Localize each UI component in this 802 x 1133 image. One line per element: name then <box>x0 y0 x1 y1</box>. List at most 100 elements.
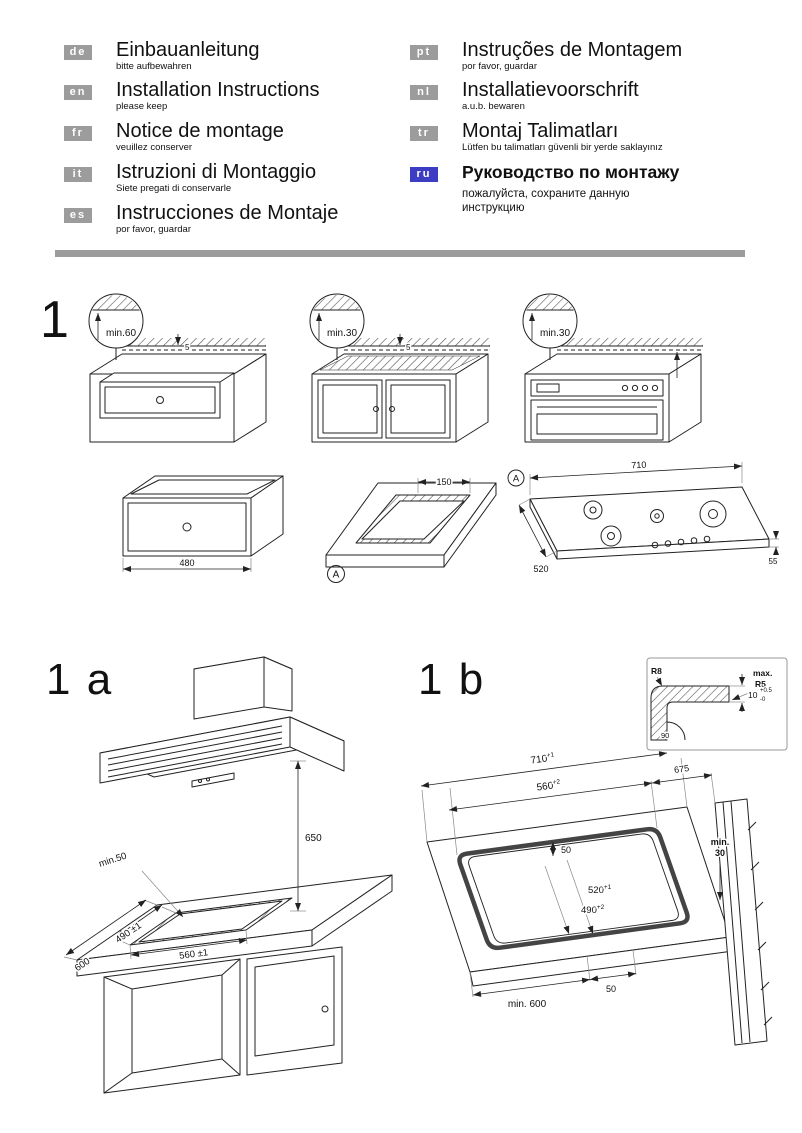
figure-1a-label: 1 a <box>46 655 114 704</box>
dim-490-label: 490+2 <box>581 904 605 916</box>
dim-710-label: 710+1 <box>530 751 556 766</box>
radius-r8-label: R8 <box>651 666 662 676</box>
dim-min30-word: min. <box>711 837 730 847</box>
corner-detail-inset: R8 max. R5 10 +0.5 -0 90 <box>646 657 788 751</box>
lang-title-es: Instrucciones de Montaje <box>116 202 339 224</box>
lang-badge-nl: nl <box>410 85 438 100</box>
lang-title-pt: Instruções de Montagem <box>462 39 683 61</box>
hob-width-label: 710 <box>631 460 647 471</box>
fig1b-cutout-dimensions-drawing: 710+1 560+2 675 50 520+1 490+2 min. 600 … <box>420 657 788 1046</box>
hob-depth-label: 520 <box>533 564 548 574</box>
oven-cabinet-drawing <box>524 338 703 443</box>
hob-depth-dimension: 520 <box>518 498 558 576</box>
lang-row-de: de Einbauanleitung bitte aufbewahren <box>64 40 259 73</box>
dim-520-value: 520 <box>588 885 604 896</box>
lang-row-en: en Installation Instructions please keep <box>64 80 319 113</box>
dim-50-top-label: 50 <box>561 845 571 855</box>
cutout-150-dimension: 150 <box>417 476 471 493</box>
fig1-drawer-480: 480 <box>122 475 284 572</box>
lang-badge-es: es <box>64 208 92 223</box>
dim-560-label: 560+2 <box>536 778 562 793</box>
dim-520-tolerance: +1 <box>604 884 612 891</box>
fig1-worktop-cutout: 150 A <box>325 476 497 583</box>
lang-badge-ru: ru <box>410 167 438 182</box>
figure-1-label: 1 <box>40 291 71 349</box>
lang-subtitle-pt: por favor, guardar <box>462 61 537 72</box>
lang-title-de: Einbauanleitung <box>116 39 260 61</box>
fig1-hob-dimensions: 710 A 520 55 <box>507 458 779 576</box>
top-dimensions: 710+1 560+2 675 <box>420 750 716 856</box>
lang-row-nl: nl Installatievoorschrift a.u.b. bewaren <box>410 80 639 113</box>
callout-min60: min.60 <box>88 293 144 360</box>
cutout-150-label: 150 <box>436 477 451 487</box>
dim-490-tolerance: +2 <box>597 904 605 911</box>
lang-title-tr: Montaj Talimatları <box>462 120 619 142</box>
hob-height-dimension: 55 <box>767 531 779 568</box>
lang-badge-it: it <box>64 167 92 182</box>
lang-subtitle-de: bitte aufbewahren <box>116 61 192 72</box>
bottom-dimensions: min. 600 50 <box>469 949 637 1012</box>
dim-520-label: 520+1 <box>588 884 612 896</box>
dim-560-tolerance: +2 <box>552 778 561 786</box>
lang-subtitle-it: Siete pregati di conservarle <box>116 183 232 194</box>
dim-710-value: 710 <box>530 753 548 766</box>
worktop-and-base-cabinet-drawing <box>76 874 393 1094</box>
lang-title-it: Istruzioni di Montaggio <box>116 161 317 183</box>
radius-max-word: max. <box>753 668 772 678</box>
drawer-width-dimension: 480 <box>122 557 252 572</box>
lang-row-es: es Instrucciones de Montaje por favor, g… <box>64 203 338 236</box>
drawer-drawing <box>122 475 284 557</box>
thickness-value: 10 <box>748 690 758 700</box>
gap-5-label: 5 <box>185 343 190 352</box>
hood-clearance-dimension: 650 <box>290 760 324 912</box>
dim-710-tolerance: +1 <box>546 751 555 759</box>
side-gap-dimension: min. 30 <box>709 836 731 900</box>
cooker-hood-drawing <box>99 656 345 788</box>
thickness-tol-minus: -0 <box>760 697 766 703</box>
ceiling-and-cabinet-drawing <box>89 334 267 443</box>
fig1-clearance-door-cabinet: 5 min.30 <box>309 293 490 443</box>
lang-subtitle-nl: a.u.b. bewaren <box>462 101 525 112</box>
lang-badge-fr: fr <box>64 126 92 141</box>
ref-a-marker: A <box>327 565 345 583</box>
figure-1b-label: 1 b <box>418 655 486 704</box>
section-divider <box>55 250 745 257</box>
lang-badge-pt: pt <box>410 45 438 60</box>
hob-width-dimension: 710 <box>529 458 743 495</box>
cutout-width-dimension: 560 ±1 <box>129 929 248 963</box>
lang-subtitle-es: por favor, guardar <box>116 224 191 235</box>
dim-50-bottom-label: 50 <box>606 984 616 994</box>
callout-min30: min.30 <box>309 293 365 360</box>
dim-675-label: 675 <box>673 763 689 775</box>
callout-min30: min.30 <box>522 293 578 360</box>
hood-clearance-label: 650 <box>305 833 322 844</box>
lang-badge-tr: tr <box>410 126 438 141</box>
lang-row-pt: pt Instruções de Montagem por favor, gua… <box>410 40 682 73</box>
lang-badge-de: de <box>64 45 92 60</box>
angle-90-label: 90 <box>661 731 669 740</box>
dim-490-value: 490 <box>581 905 597 916</box>
callout-min30-label: min.30 <box>327 328 357 339</box>
fig1a-hood-clearance-drawing: 650 min.50 560 ±1 490 ±1 600 <box>63 656 393 1094</box>
lang-title-en: Installation Instructions <box>116 79 320 101</box>
radius-max-r5-label: R5 <box>755 679 766 689</box>
cabinet-drawing <box>311 334 490 443</box>
lang-badge-en: en <box>64 85 92 100</box>
cutout-width-label: 560 ±1 <box>179 947 209 962</box>
hob-height-label: 55 <box>769 557 778 566</box>
lang-row-ru: ru Руководство по монтажу пожалуйста, со… <box>410 162 679 215</box>
drawer-width-label: 480 <box>179 558 194 568</box>
hob-drawing <box>529 486 770 560</box>
rear-gap-label: min.50 <box>98 851 129 870</box>
thickness-tol-plus: +0.5 <box>760 688 773 694</box>
dim-min600-label: min. 600 <box>508 999 547 1010</box>
callout-min30-label: min.30 <box>540 328 570 339</box>
dim-min30-value: 30 <box>715 848 725 858</box>
middle-dimensions: 50 520+1 490+2 <box>544 842 613 935</box>
lang-title-ru: Руководство по монтажу <box>462 162 680 182</box>
gap-5-label: 5 <box>406 343 411 352</box>
lang-subtitle-en: please keep <box>116 101 168 112</box>
lang-subtitle-fr: veuillez conserver <box>116 142 193 153</box>
ref-a-label: A <box>513 474 520 485</box>
dim-560-value: 560 <box>536 780 554 793</box>
